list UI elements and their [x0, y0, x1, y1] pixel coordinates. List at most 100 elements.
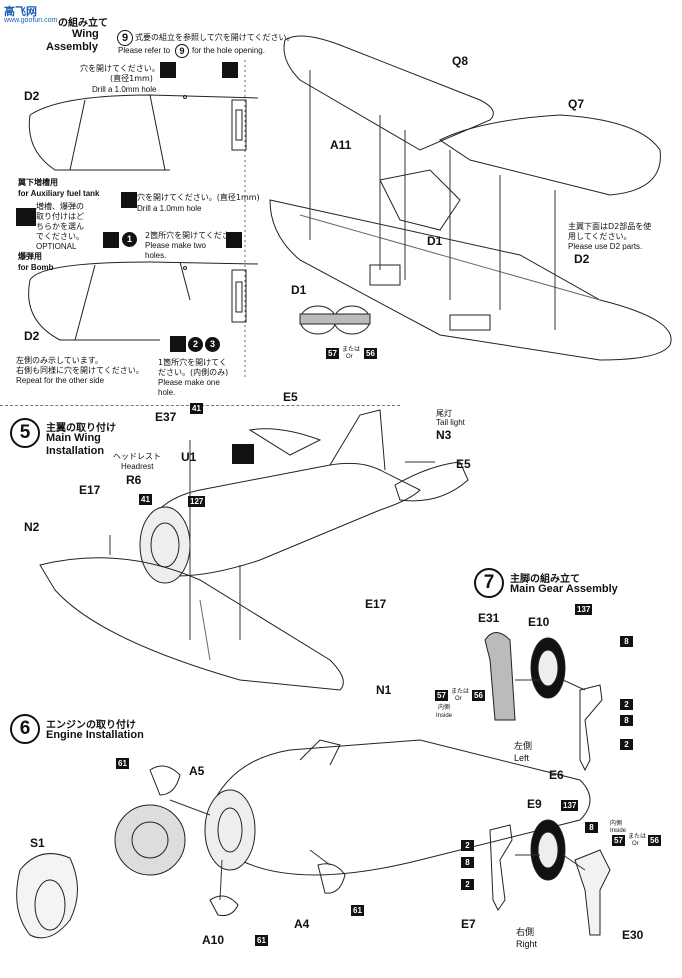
aux-en: for Auxiliary fuel tank: [18, 189, 100, 198]
part-e7: E7: [461, 917, 476, 931]
part-e6: E6: [549, 768, 564, 782]
d2-note-jp-1: 主翼下面はD2部品を使: [568, 222, 652, 231]
bomb-jp: 爆弾用: [18, 252, 42, 261]
hole2-jp: 穴を開けてください。(直径1mm): [137, 193, 260, 202]
paint-61-a4: 61: [351, 905, 364, 916]
watermark-logo: 高飞网: [4, 5, 37, 18]
paint-41-r6: 41: [139, 494, 152, 505]
direction-icon: [232, 444, 254, 464]
paint-8-right-1: 8: [585, 822, 598, 833]
step6-number: 6: [10, 714, 40, 744]
part-n3: N3: [436, 428, 452, 442]
part-s1: S1: [30, 836, 45, 850]
onehole-en-2: hole.: [158, 388, 176, 397]
left-en: Left: [514, 753, 530, 763]
drill-icon-2: [222, 62, 238, 78]
headrest-en: Headrest: [121, 462, 154, 471]
drill-icon-5: [226, 232, 242, 248]
paint-8-right-2: 8: [461, 857, 474, 868]
paint-57-right: 57: [612, 835, 625, 846]
leader-lines: [109, 70, 586, 901]
paint-56-d1: 56: [364, 348, 377, 359]
part-e10: E10: [528, 615, 550, 629]
part-e17-right: E17: [365, 597, 387, 611]
step7-title-en: Main Gear Assembly: [510, 583, 618, 595]
or-en-right: Or: [632, 841, 639, 847]
paint-8-left-1: 8: [620, 636, 633, 647]
wing-outline-top: [28, 94, 259, 171]
step5-number: 5: [10, 418, 40, 448]
paint-2-left-1: 2: [620, 699, 633, 710]
paint-61-a5: 61: [116, 758, 129, 769]
ref-note-en: Please refer to: [118, 46, 171, 55]
paint-57-left: 57: [435, 690, 448, 701]
drill-icon-6: [170, 336, 186, 352]
hole1-jp-2: (直径1mm): [110, 74, 153, 83]
part-a4: A4: [294, 917, 310, 931]
paint-137-right: 137: [561, 800, 579, 811]
opt-en: OPTIONAL: [36, 242, 77, 251]
part-e31: E31: [478, 611, 500, 625]
part-q8: Q8: [452, 54, 469, 68]
aux-jp: 翼下増槽用: [18, 178, 58, 187]
step4-title-en-2: Assembly: [46, 41, 98, 53]
d2-note-jp-2: 用してください。: [568, 232, 632, 241]
inside-en-right: Inside: [610, 828, 627, 834]
part-e37: E37: [155, 410, 177, 424]
paint-127: 127: [188, 496, 206, 507]
tail-jp: 尾灯: [436, 409, 452, 418]
step6-title-en: Engine Installation: [46, 729, 144, 741]
part-e17-left: E17: [79, 483, 101, 497]
step4-title-en-1: Wing: [72, 28, 99, 40]
d1-detail: [299, 305, 371, 335]
opt-jp-2: 取り付けはど: [36, 212, 84, 221]
part-a11: A11: [330, 138, 352, 152]
hole-badge-3: 3: [205, 337, 220, 352]
tail-en: Tail light: [436, 418, 465, 427]
twoholes-jp: 2箇所穴を開けてください。: [145, 231, 246, 240]
ref-step-badge-2: 9: [175, 44, 189, 58]
part-d2-bottom: D2: [24, 329, 40, 343]
part-a5: A5: [189, 764, 205, 778]
paint-56-right: 56: [648, 835, 661, 846]
part-d2-wing: D2: [574, 252, 590, 266]
opt-jp-3: ちらかを選ん: [36, 222, 84, 231]
ref-note-en-2: for the hole opening.: [192, 46, 265, 55]
onehole-jp-1: 1箇所穴を開けてく: [158, 358, 227, 367]
step4-title-jp: の組み立て: [58, 18, 108, 29]
paint-2-right-1: 2: [461, 840, 474, 851]
paint-56-left: 56: [472, 690, 485, 701]
paint-2-left-2: 2: [620, 739, 633, 750]
step5-title-jp: 主翼の取り付け: [46, 423, 116, 434]
part-u1: U1: [181, 450, 197, 464]
watermark-url: www.goofun.com: [4, 17, 58, 24]
hole-badge-1: 1: [122, 232, 137, 247]
part-d1: D1: [427, 234, 443, 248]
twoholes-en-2: holes.: [145, 251, 167, 260]
paint-61-a10: 61: [255, 935, 268, 946]
step6-title-jp: エンジンの取り付け: [46, 720, 136, 731]
part-a10: A10: [202, 933, 225, 947]
paint-or-jp-d1: または: [342, 346, 361, 353]
onehole-en-1: Please make one: [158, 378, 220, 387]
hole-badge-2: 2: [188, 337, 203, 352]
step7-title-jp: 主脚の組み立て: [510, 574, 580, 585]
paint-or-en-d1: Or: [346, 354, 353, 360]
inside-en-left: Inside: [436, 713, 453, 719]
headrest-jp: ヘッドレスト: [113, 452, 161, 461]
or-en-left: Or: [455, 696, 462, 702]
inside-jp-right: 内側: [610, 820, 623, 827]
twoholes-en-1: Please make two: [145, 241, 206, 250]
ref-step-badge: 9: [117, 30, 133, 46]
repeat-en: Repeat for the other side: [16, 376, 105, 385]
step7-number: 7: [474, 568, 504, 598]
onehole-jp-2: ださい。(内側のみ): [158, 368, 229, 377]
right-jp: 右側: [516, 928, 535, 938]
step5-title-en-1: Main Wing: [46, 432, 101, 444]
left-gear: [484, 632, 603, 772]
fuselage-assembly: [39, 409, 469, 691]
optional-icon: [16, 208, 36, 226]
part-e5-right: E5: [456, 457, 471, 471]
paint-8-left-2: 8: [620, 715, 633, 726]
